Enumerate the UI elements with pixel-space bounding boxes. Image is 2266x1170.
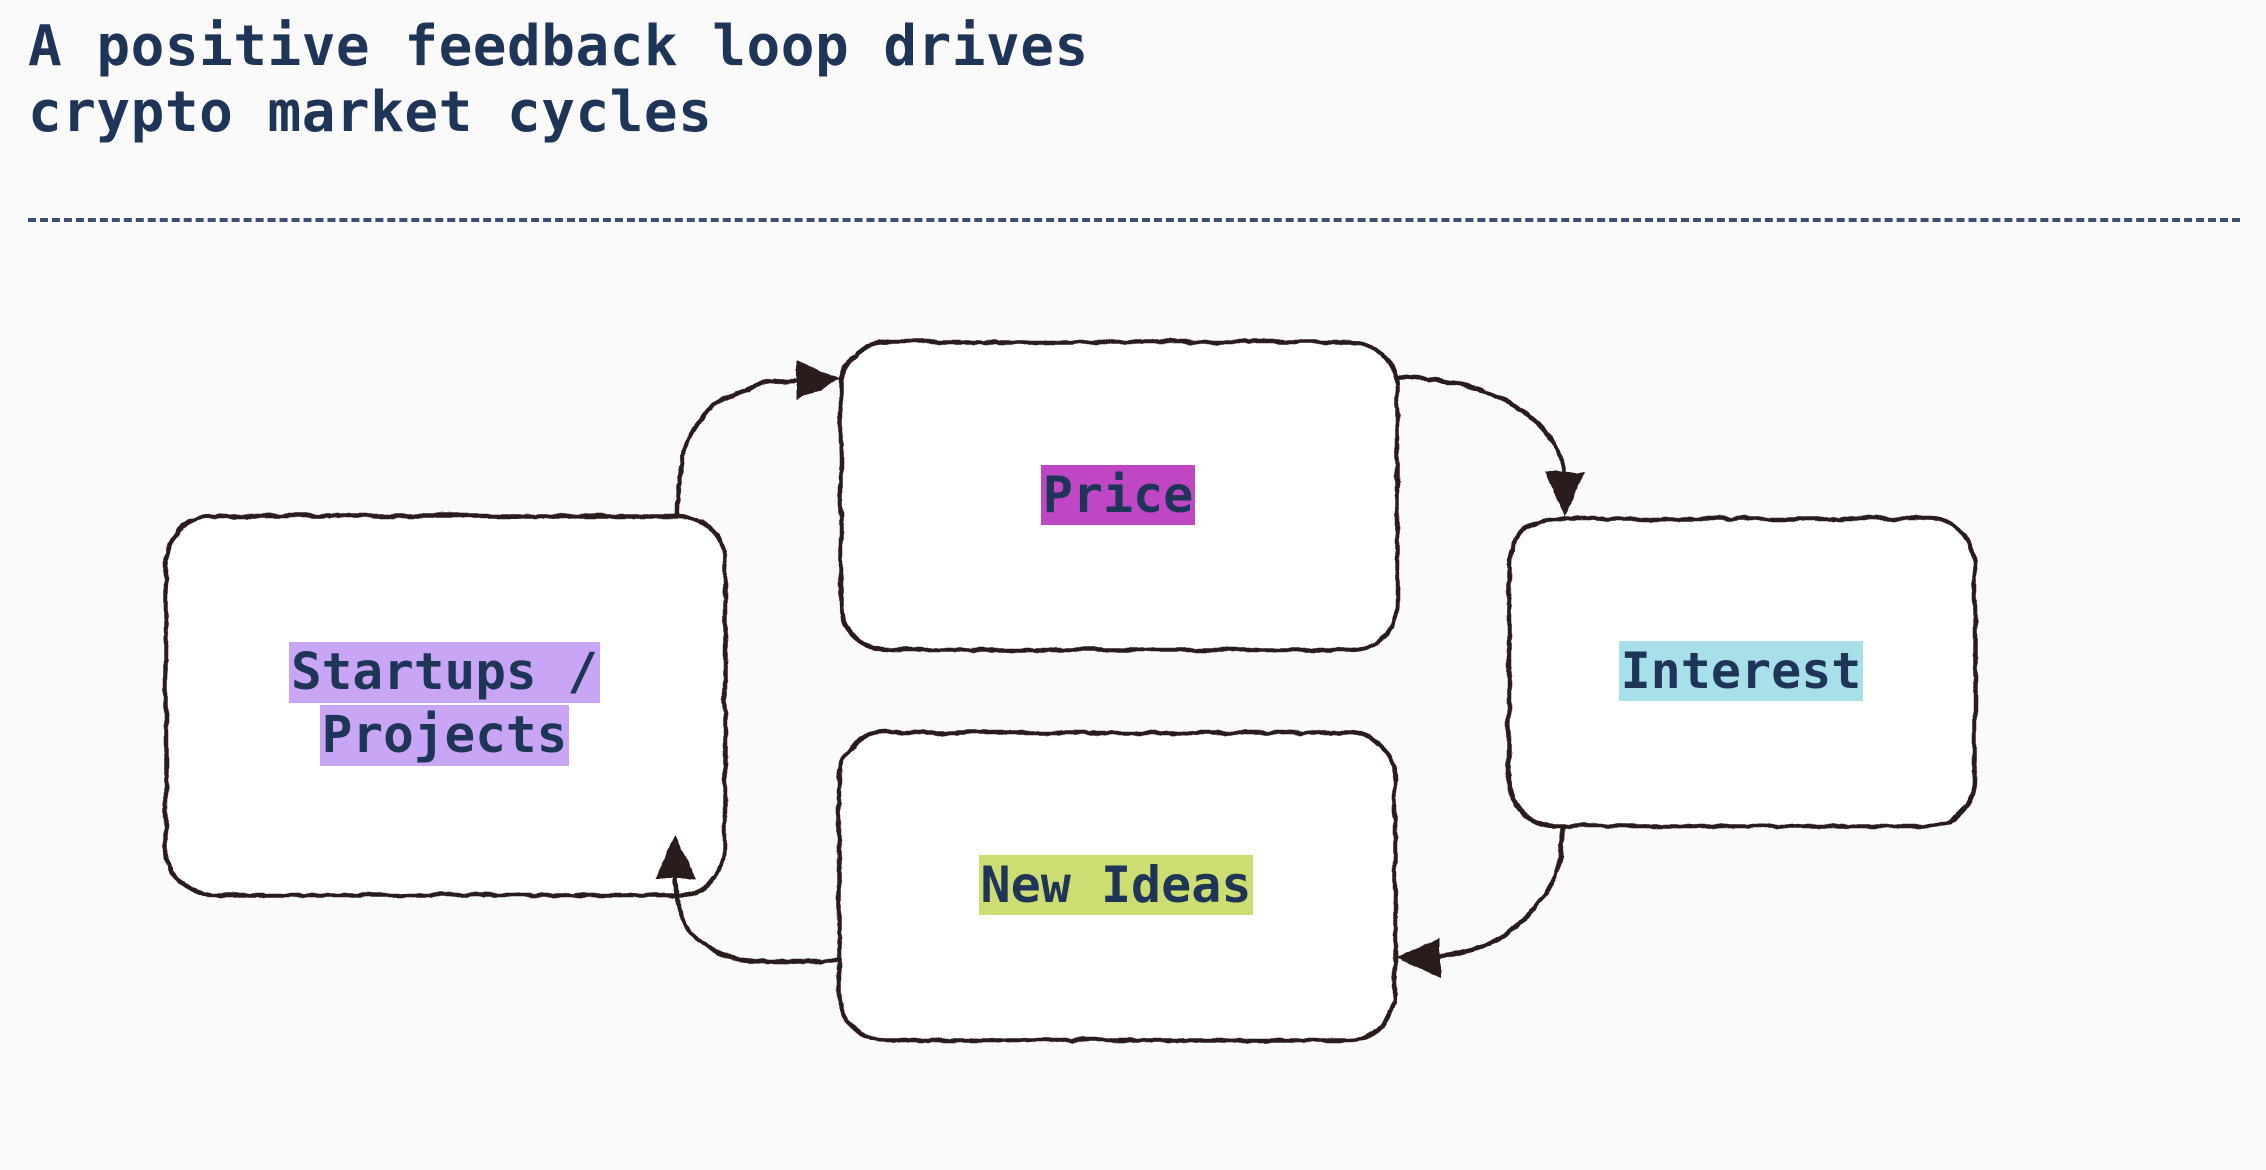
node-startups-label: Startups / Projects bbox=[288, 642, 601, 766]
node-newideas-text: New Ideas bbox=[978, 855, 1254, 915]
edge-interest-newideas bbox=[1431, 824, 1566, 959]
edge-price-interest bbox=[1395, 373, 1566, 479]
node-price-label: Price bbox=[1040, 464, 1196, 526]
page-title: A positive feedback loop drives crypto m… bbox=[28, 14, 1089, 146]
arrowhead-interest-newideas bbox=[1394, 936, 1439, 976]
arrowhead-startups-price bbox=[795, 359, 840, 399]
arrowhead-price-interest bbox=[1543, 471, 1583, 516]
edge-newideas-startups bbox=[671, 872, 839, 963]
node-newideas[interactable]: New Ideas bbox=[836, 730, 1396, 1041]
node-newideas-label: New Ideas bbox=[978, 855, 1254, 916]
arrowhead-newideas-startups bbox=[654, 833, 694, 878]
node-price-text: Price bbox=[1040, 464, 1196, 525]
node-startups[interactable]: Startups / Projects bbox=[163, 513, 726, 896]
node-interest[interactable]: Interest bbox=[1506, 516, 1976, 827]
title-block: A positive feedback loop drives crypto m… bbox=[28, 14, 2238, 146]
edge-startups-price bbox=[673, 376, 803, 516]
node-price[interactable]: Price bbox=[838, 339, 1398, 651]
node-interest-label: Interest bbox=[1618, 641, 1864, 702]
node-interest-text: Interest bbox=[1618, 641, 1864, 701]
node-startups-text: Startups / Projects bbox=[288, 642, 601, 766]
title-divider bbox=[28, 218, 2240, 222]
